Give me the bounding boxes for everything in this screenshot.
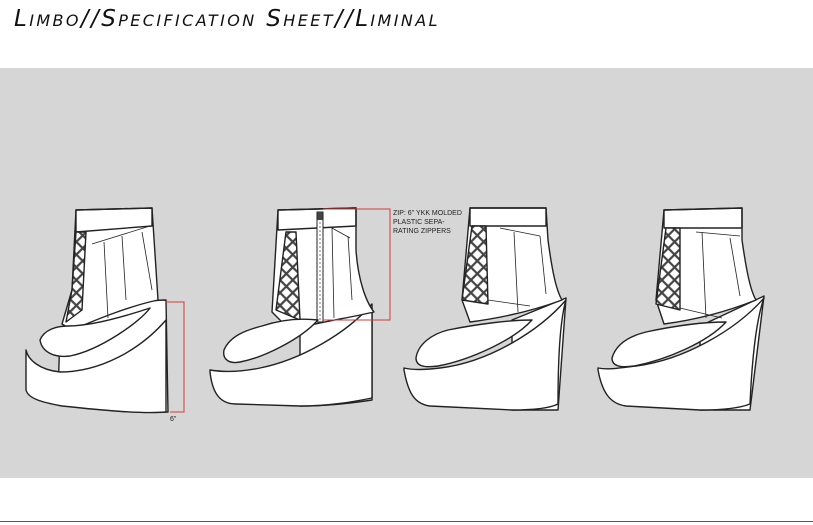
shoe-outer-three-quarter-view [403, 207, 567, 411]
zipper-callout-box [323, 208, 391, 321]
zipper-spec-note: ZIP: 6" YKK MOLDED PLASTIC SEPA-RATING Z… [393, 210, 462, 235]
height-dimension-line [166, 301, 185, 413]
footer-rule [0, 521, 813, 522]
sheet-title: Limbo//Specification Sheet//Liminal [14, 6, 440, 32]
shoe-inner-three-quarter-view [597, 207, 765, 411]
height-dimension-label: 6" [170, 416, 177, 423]
shoe-inner-side-zip-view [209, 207, 375, 407]
shoe-outer-side-view [25, 207, 169, 414]
